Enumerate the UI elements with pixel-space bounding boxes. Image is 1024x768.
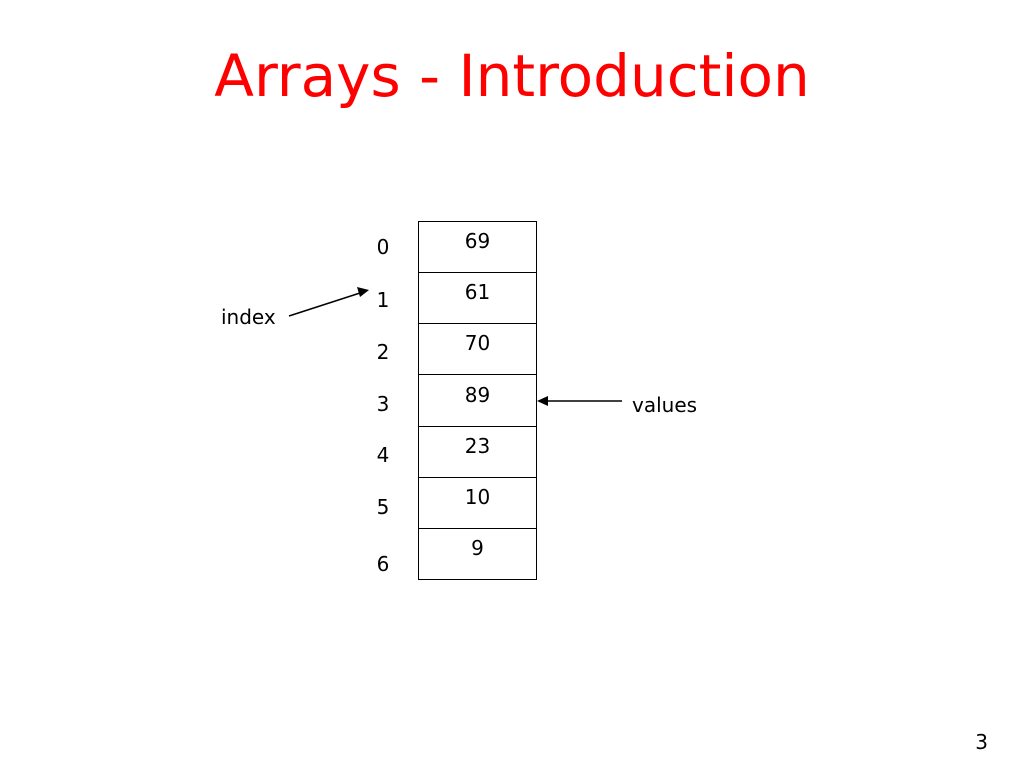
index-label-2: 2 (376, 340, 390, 364)
array-value-5: 10 (464, 485, 491, 509)
index-label-0: 0 (376, 235, 390, 259)
array-value-2: 70 (464, 331, 491, 355)
array-cell-3: 89 (419, 376, 536, 427)
array-cell-1: 61 (419, 273, 536, 324)
array-value-0: 69 (464, 229, 491, 253)
page-number: 3 (975, 730, 988, 754)
slide-title: Arrays - Introduction (214, 42, 810, 110)
array-cell-4: 23 (419, 427, 536, 478)
index-arrow-line (288, 292, 361, 317)
values-callout-label: values (632, 393, 698, 417)
array-value-4: 23 (464, 434, 491, 458)
values-arrowhead (537, 396, 548, 406)
index-callout-label: index (221, 305, 276, 329)
index-label-5: 5 (376, 495, 390, 519)
array-box: 69 61 70 89 23 10 9 (418, 221, 537, 580)
array-cell-6: 9 (419, 529, 536, 580)
array-cell-5: 10 (419, 478, 536, 529)
array-cell-0: 69 (419, 222, 536, 273)
array-value-3: 89 (464, 383, 491, 407)
index-label-3: 3 (376, 392, 390, 416)
index-label-6: 6 (376, 552, 390, 576)
array-cell-2: 70 (419, 324, 536, 375)
array-value-1: 61 (464, 280, 491, 304)
index-label-4: 4 (376, 443, 390, 467)
array-value-6: 9 (471, 536, 484, 560)
values-arrow (537, 396, 622, 406)
index-label-1: 1 (376, 288, 390, 312)
index-arrow (288, 287, 369, 317)
